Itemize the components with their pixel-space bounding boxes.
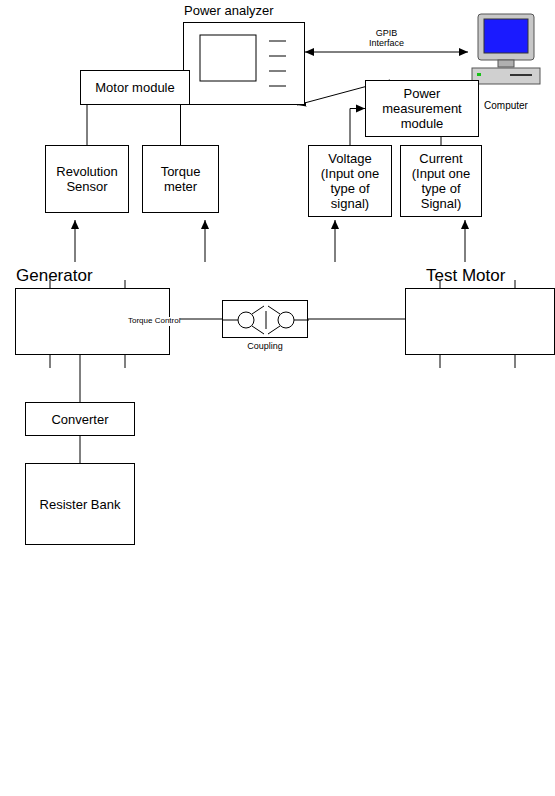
coupling-symbol: [223, 301, 309, 339]
signal-arrow: [465, 220, 466, 262]
sensor-box: Revolution Sensor: [45, 145, 129, 213]
signal-arrow: [205, 220, 206, 262]
connector: [80, 436, 81, 463]
node-heading: Generator: [16, 266, 93, 286]
computer-icon: [468, 12, 544, 98]
node-heading: Coupling: [247, 341, 283, 351]
box-label: Voltage (Input one type of signal): [309, 149, 391, 213]
converter-box: Converter: [25, 402, 135, 436]
box-label: Resister Bank: [37, 495, 124, 514]
sensor-box: Voltage (Input one type of signal): [308, 145, 392, 217]
connector: [308, 319, 405, 320]
box-label: Converter: [48, 410, 111, 429]
computer-node: Computer: [468, 12, 544, 98]
sensor-box: Torque meter: [142, 145, 219, 213]
connector: [305, 52, 468, 53]
box-label: Power measurement module: [366, 84, 478, 133]
analyzer-panel: [184, 23, 306, 106]
module-box: Power measurement module: [365, 80, 479, 137]
box-label: Torque meter: [143, 162, 218, 196]
box-label: Current (Input one type of Signal): [401, 149, 481, 213]
signal-arrow: [75, 220, 76, 262]
module-box: Motor module: [80, 70, 190, 105]
connector: [350, 109, 365, 146]
resistor-bank-box: Resister Bank: [25, 463, 135, 545]
sensor-box: Current (Input one type of Signal): [400, 145, 482, 217]
box-label: Motor module: [92, 78, 177, 97]
coupling-box: Coupling: [222, 300, 308, 338]
edge-label: GPIB Interface: [361, 29, 413, 49]
box-label: Revolution Sensor: [46, 162, 128, 196]
node-heading: Computer: [484, 100, 528, 111]
signal-arrow: [335, 220, 336, 262]
motor-box: Test Motor: [405, 288, 555, 355]
part-label: Torque Control: [128, 317, 180, 326]
connector: [80, 355, 81, 402]
node-heading: Power analyzer: [184, 3, 274, 18]
node-heading: Test Motor: [426, 266, 505, 286]
instrument-box: Power analyzer: [183, 22, 305, 105]
